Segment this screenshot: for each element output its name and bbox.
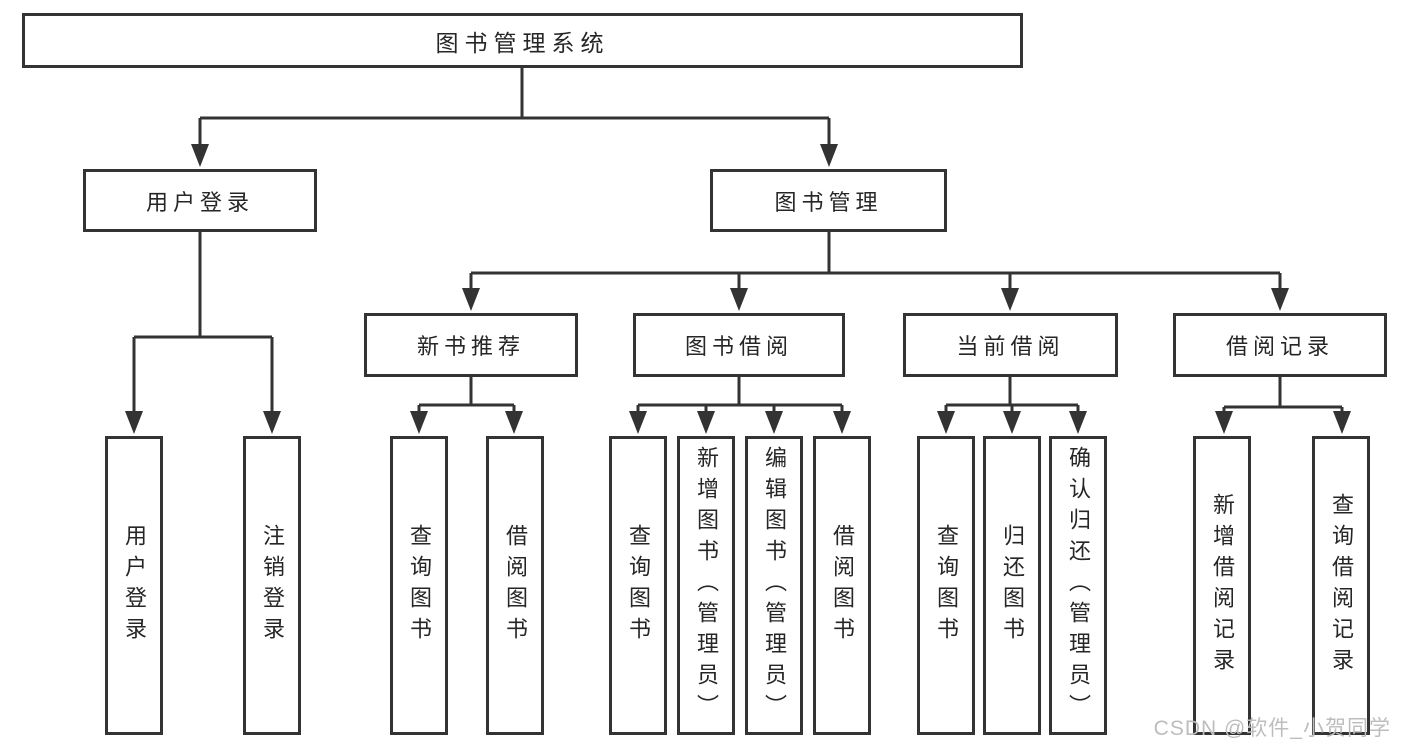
node-current-borrowing: 当前借阅 [903,313,1118,377]
arrowhead-icon [1001,288,1019,311]
leaf-borrow-books: 借阅图书 [813,436,871,735]
edge-root-to-level2 [198,68,831,145]
node-current-borrowing-label: 当前借阅 [956,334,1065,359]
csdn-watermark: CSDN @软件_小贺同学 [1153,717,1391,740]
arrowhead-icon [191,144,209,167]
leaf-borrow-books-label: 借阅图书 [830,523,855,648]
arrowhead-icon [410,411,428,434]
leaf-return-books-label: 归还图书 [1000,523,1025,648]
edge-bookmgmt-to-level3 [469,232,1282,290]
arrowhead-icon [820,144,838,167]
node-user-login: 用户登录 [83,169,317,232]
edge-newbookrec-to-leaves [417,377,516,412]
edge-borrowrecord-to-leaves [1222,377,1344,412]
leaf-query-books-borrowing: 查询图书 [609,436,667,735]
arrowhead-icon [730,288,748,311]
edge-userlogin-to-leaves [132,232,274,412]
arrowhead-icon [629,411,647,434]
leaf-query-books-recommendation: 查询图书 [390,436,448,735]
leaf-add-books-admin: 新增图书（管理员） [677,436,735,735]
arrowhead-icon [765,411,783,434]
leaf-user-login-label: 用户登录 [122,523,147,648]
leaf-user-login: 用户登录 [105,436,163,735]
node-book-borrowing-label: 图书借阅 [684,334,793,359]
arrowhead-icon [125,411,143,434]
leaf-edit-books-admin: 编辑图书（管理员） [745,436,803,735]
node-book-management: 图书管理 [710,169,947,232]
edge-bookborrow-to-leaves [636,377,844,412]
arrowhead-icon [697,411,715,434]
leaf-query-books-recommendation-label: 查询图书 [407,523,432,648]
leaf-borrow-books-recommendation-label: 借阅图书 [503,523,528,648]
node-new-book-recommendation: 新书推荐 [364,313,578,377]
node-new-book-recommendation-label: 新书推荐 [416,334,525,359]
arrowhead-icon [1333,411,1351,434]
node-book-borrowing: 图书借阅 [633,313,845,377]
node-root-label: 图书管理系统 [435,29,610,56]
leaf-edit-books-admin-label: 编辑图书（管理员） [762,446,787,725]
arrowhead-icon [1215,411,1233,434]
leaf-return-books: 归还图书 [983,436,1041,735]
arrowhead-icon [462,288,480,311]
leaf-add-books-admin-label: 新增图书（管理员） [694,446,719,725]
leaf-logout: 注销登录 [243,436,301,735]
arrowhead-icon [505,411,523,434]
node-borrowing-records-label: 借阅记录 [1225,334,1334,359]
leaf-query-borrowing-record-label: 查询借阅记录 [1329,492,1354,679]
node-root: 图书管理系统 [22,13,1023,68]
leaf-confirm-return-admin-label: 确认归还（管理员） [1066,446,1091,725]
arrowhead-icon [263,411,281,434]
leaf-add-borrowing-record-label: 新增借阅记录 [1210,492,1235,679]
leaf-confirm-return-admin: 确认归还（管理员） [1049,436,1107,735]
node-book-management-label: 图书管理 [774,189,883,215]
leaf-logout-label: 注销登录 [260,523,285,648]
arrowhead-icon [1003,411,1021,434]
node-borrowing-records: 借阅记录 [1173,313,1387,377]
edge-currentborrow-to-leaves [944,377,1080,412]
arrowheads [125,144,1351,434]
leaf-borrow-books-recommendation: 借阅图书 [486,436,544,735]
leaf-query-books-borrowing-label: 查询图书 [626,523,651,648]
node-user-login-label: 用户登录 [145,189,254,215]
leaf-query-borrowing-record: 查询借阅记录 [1312,436,1370,735]
arrowhead-icon [833,411,851,434]
leaf-query-books-current-label: 查询图书 [934,523,959,648]
arrowhead-icon [1271,288,1289,311]
leaf-add-borrowing-record: 新增借阅记录 [1193,436,1251,735]
leaf-query-books-current: 查询图书 [917,436,975,735]
arrowhead-icon [1069,411,1087,434]
arrowhead-icon [937,411,955,434]
